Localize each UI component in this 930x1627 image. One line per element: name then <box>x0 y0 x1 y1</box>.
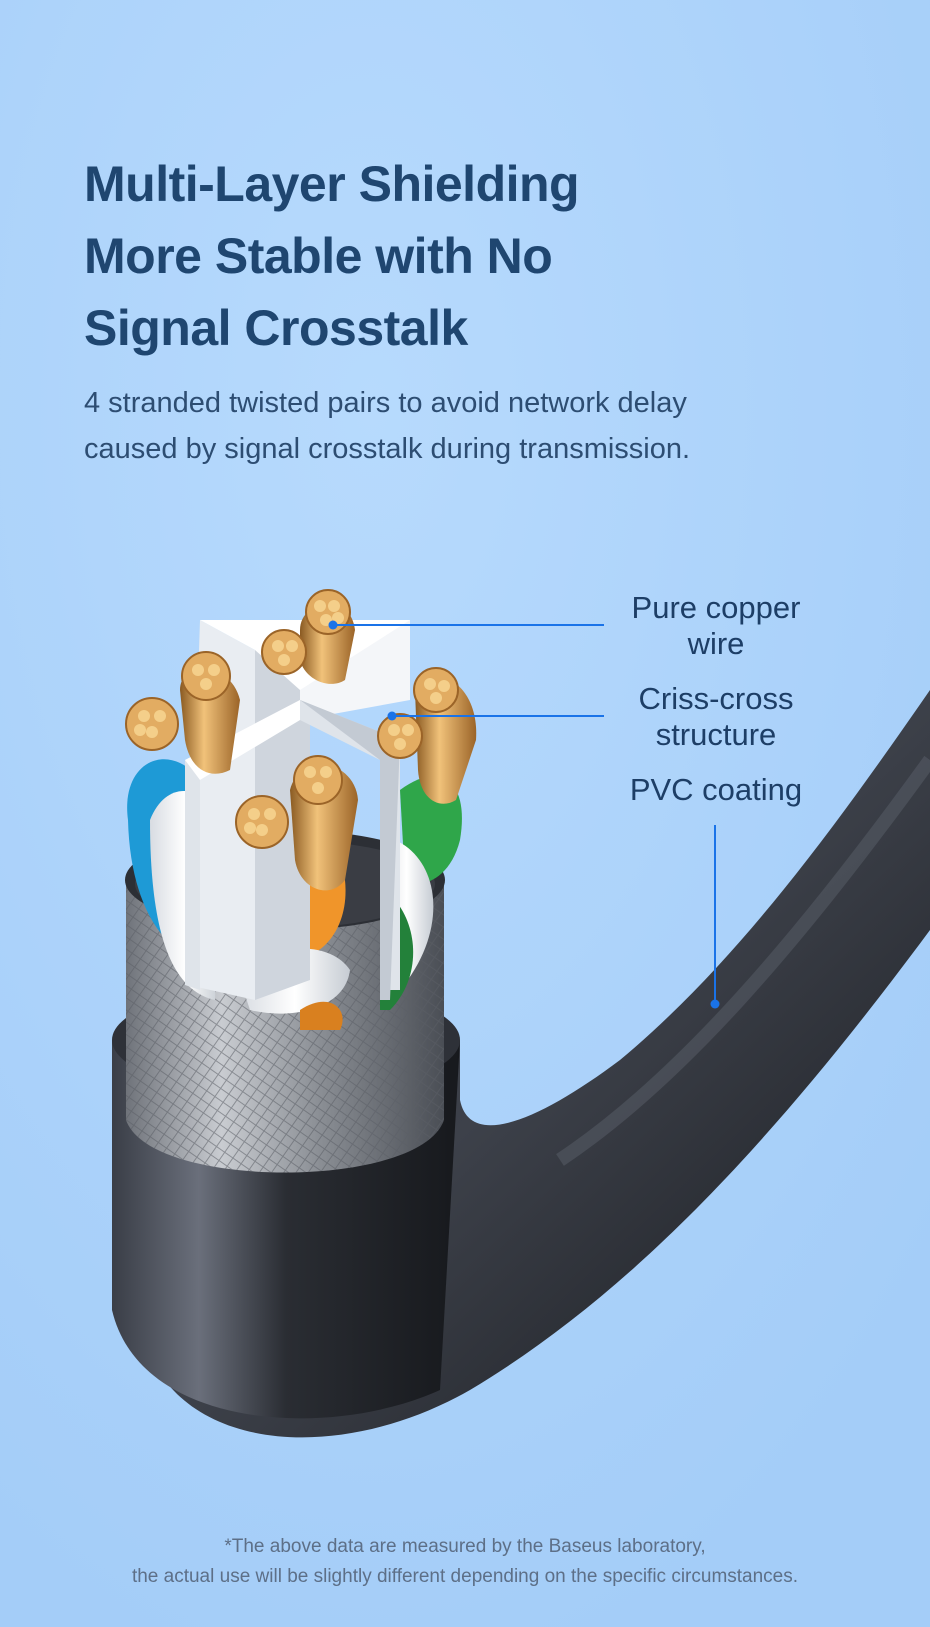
copper-conductors <box>125 589 477 891</box>
title-line-1: Multi-Layer Shielding <box>84 156 580 212</box>
subtitle-line-1: 4 stranded twisted pairs to avoid networ… <box>84 387 687 419</box>
disclaimer-line-1: *The above data are measured by the Base… <box>224 1536 706 1557</box>
callout-criss-cross: Criss-cross structure <box>596 681 836 753</box>
disclaimer-line-2: the actual use will be slightly differen… <box>131 1566 799 1587</box>
callout-criss-line-1: Criss-cross <box>638 681 794 716</box>
callout-copper-line-2: wire <box>687 626 745 661</box>
disclaimer: *The above data are measured by the Base… <box>0 1532 930 1592</box>
callout-pvc-line-1: PVC coating <box>629 772 803 807</box>
page-subtitle: 4 stranded twisted pairs to avoid networ… <box>84 380 884 472</box>
callout-criss-line-2: structure <box>655 717 777 752</box>
title-line-3: Signal Crosstalk <box>84 300 468 356</box>
callout-copper-wire: Pure copper wire <box>596 590 836 662</box>
callout-copper-line-1: Pure copper <box>631 590 801 625</box>
subtitle-line-2: caused by signal crosstalk during transm… <box>84 433 691 465</box>
callout-leaders <box>328 620 720 1009</box>
page-title: Multi-Layer Shielding More Stable with N… <box>84 148 844 364</box>
callout-pvc-coating: PVC coating <box>596 772 836 808</box>
title-line-2: More Stable with No <box>84 228 553 284</box>
